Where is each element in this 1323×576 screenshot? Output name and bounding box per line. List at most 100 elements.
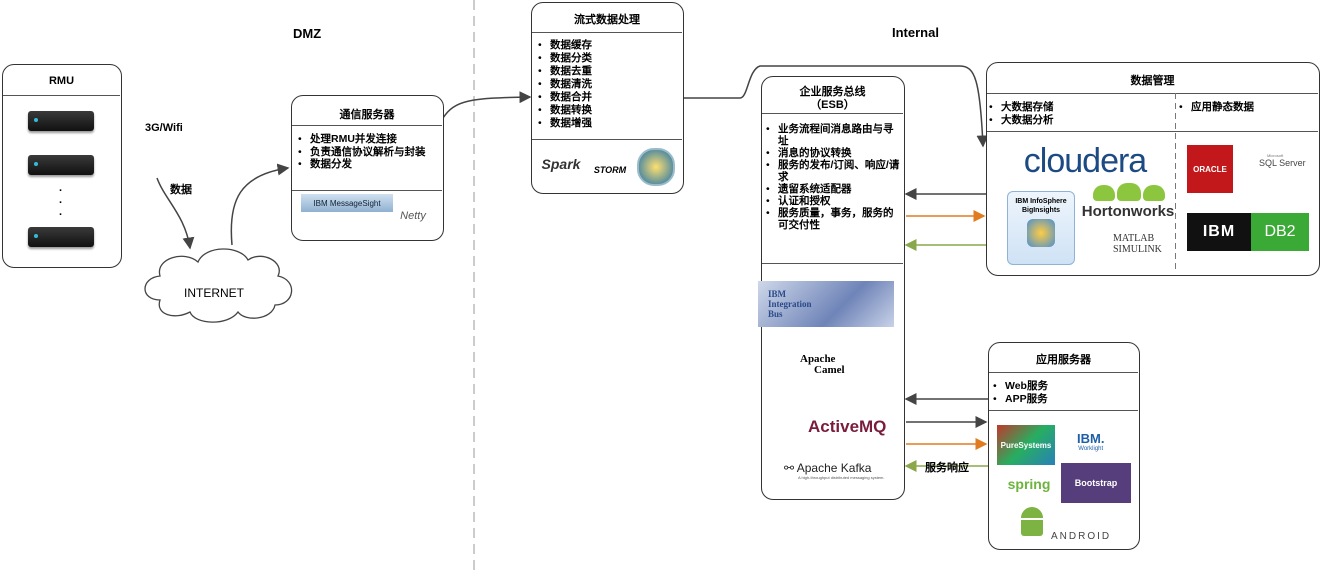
- internet-cloud: [144, 248, 293, 323]
- messagesight-logo: IBM MessageSight: [301, 194, 393, 212]
- data-management-left-list: 大数据存储 大数据分析: [987, 101, 1167, 126]
- ibm-worklight-logo-ibm: IBM.: [1077, 431, 1105, 446]
- hortonworks-elephants-icon: [1089, 183, 1169, 201]
- list-item: Web服务: [991, 380, 1131, 393]
- internet-label: INTERNET: [184, 286, 244, 300]
- kafka-logo-text: Apache Kafka: [796, 461, 872, 475]
- android-logo: ANDROID: [1051, 531, 1112, 542]
- netty-logo: Netty: [400, 210, 426, 222]
- infosphere-icon: [1027, 219, 1055, 247]
- app-server-divider: [989, 410, 1138, 411]
- sqlserver-logo-small: Microsoft: [1267, 153, 1284, 158]
- list-item: 遗留系统适配器: [764, 183, 902, 195]
- esb-list: 业务流程间消息路由与寻址 消息的协议转换 服务的发布/订阅、响应/请求 遗留系统…: [764, 123, 902, 231]
- list-item: 负责通信协议解析与封装: [296, 146, 441, 159]
- list-item: 大数据存储: [987, 101, 1167, 114]
- matlab-logo: MATLAB SIMULINK: [1089, 233, 1162, 255]
- data-management-box: 数据管理 大数据存储 大数据分析 应用静态数据 cloudera IBM Inf…: [986, 62, 1320, 276]
- rmu-to-internet-arrow: [156, 177, 195, 250]
- kafka-icon: ⚯: [784, 461, 795, 475]
- spring-logo: spring: [1007, 476, 1051, 492]
- list-item: 数据清洗: [536, 78, 676, 91]
- data-management-vdivider: [1175, 93, 1176, 273]
- list-item: 消息的协议转换: [764, 147, 902, 159]
- rmu-device-icon: [28, 155, 94, 175]
- spark-logo: Spark: [541, 156, 581, 172]
- oracle-logo: ORACLE: [1187, 145, 1233, 193]
- list-item: 业务流程间消息路由与寻址: [764, 123, 902, 147]
- db2-logo: DB2: [1251, 213, 1309, 251]
- list-item: 数据缓存: [536, 39, 676, 52]
- stream-box: 流式数据处理 数据缓存 数据分类 数据去重 数据清洗 数据合并 数据转换 数据增…: [531, 2, 684, 194]
- app-server-title: 应用服务器: [1036, 354, 1091, 366]
- stream-divider: [532, 32, 682, 33]
- ibm-logo: IBM: [1187, 213, 1251, 251]
- camel-logo: Apache Camel: [800, 354, 845, 376]
- data-management-divider: [987, 131, 1318, 132]
- app-server-divider: [989, 372, 1138, 373]
- data-management-title: 数据管理: [1130, 75, 1175, 87]
- infosphere-logo-text: IBM InfoSphere BigInsights: [1015, 198, 1067, 214]
- comm-server-divider: [292, 125, 442, 126]
- kafka-logo: ⚯ Apache Kafka A high-throughput distrib…: [784, 461, 885, 480]
- puresystems-logo: PureSystems: [997, 425, 1055, 465]
- comm-server-title: 通信服务器: [339, 109, 395, 121]
- rmu-ellipsis: . . .: [59, 182, 63, 218]
- esb-divider: [762, 263, 903, 264]
- stream-list: 数据缓存 数据分类 数据去重 数据清洗 数据合并 数据转换 数据增强: [536, 39, 676, 130]
- list-item: 数据增强: [536, 117, 676, 130]
- stream-title: 流式数据处理: [574, 14, 640, 26]
- esb-title: 企业服务总线: [799, 86, 866, 98]
- list-item: 数据分类: [536, 52, 676, 65]
- esb-divider: [762, 113, 903, 114]
- kafka-tagline: A high-throughput distributed messaging …: [798, 475, 885, 480]
- list-item: 服务质量，事务，服务的可交付性: [764, 207, 902, 231]
- list-item: 数据合并: [536, 91, 676, 104]
- camel-logo-line1: Apache: [800, 353, 836, 365]
- app-server-list: Web服务 APP服务: [991, 380, 1131, 405]
- app-server-box: 应用服务器 Web服务 APP服务 PureSystems IBM. Workl…: [988, 342, 1140, 550]
- android-icon: [1019, 507, 1045, 537]
- stream-divider: [532, 139, 682, 140]
- data-management-divider: [987, 93, 1318, 94]
- iib-logo: IBM Integration Bus: [758, 281, 894, 327]
- infosphere-logo: IBM InfoSphere BigInsights: [1007, 191, 1075, 265]
- iib-logo-text: IBM Integration Bus: [768, 289, 812, 319]
- hortonworks-logo: Hortonworks: [1081, 202, 1175, 220]
- stream-to-data-arrow: [684, 65, 989, 148]
- streams-icon: [637, 148, 675, 186]
- list-item: 认证和授权: [764, 195, 902, 207]
- esb-box: 企业服务总线 （ESB） 业务流程间消息路由与寻址 消息的协议转换 服务的发布/…: [758, 76, 905, 500]
- list-item: 大数据分析: [987, 114, 1167, 127]
- bootstrap-logo: Bootstrap: [1061, 463, 1131, 503]
- ibm-worklight-logo: IBM. Worklight: [1077, 431, 1104, 452]
- comm-to-stream-arrow: [442, 91, 532, 119]
- matlab-logo-line2: SIMULINK: [1113, 244, 1162, 255]
- data-management-right-list: 应用静态数据: [1177, 101, 1317, 114]
- storm-logo: STORM: [593, 165, 627, 175]
- ibm-worklight-logo-text: Worklight: [1078, 446, 1104, 452]
- service-response-label: 服务响应: [925, 462, 969, 474]
- rmu-title: RMU: [48, 75, 75, 87]
- sqlserver-logo-text: SQL Server: [1259, 158, 1306, 168]
- comm-server-box: 通信服务器 处理RMU并发连接 负责通信协议解析与封装 数据分发 IBM Mes…: [291, 95, 444, 241]
- list-item: 处理RMU并发连接: [296, 133, 441, 146]
- cloudera-logo: cloudera: [1023, 141, 1147, 180]
- rmu-box: RMU . . .: [2, 64, 122, 268]
- wireless-label: 3G/Wifi: [145, 122, 183, 134]
- list-item: 数据转换: [536, 104, 676, 117]
- list-item: 服务的发布/订阅、响应/请求: [764, 159, 902, 183]
- zone-internal-label: Internal: [892, 25, 939, 40]
- comm-server-divider: [292, 190, 442, 191]
- internet-to-comm-arrow: [230, 163, 290, 246]
- list-item: 数据分发: [296, 158, 441, 171]
- rmu-device-icon: [28, 227, 94, 247]
- list-item: APP服务: [991, 393, 1131, 406]
- camel-logo-line2: Camel: [814, 364, 845, 376]
- comm-server-list: 处理RMU并发连接 负责通信协议解析与封装 数据分发: [296, 133, 441, 171]
- matlab-logo-line1: MATLAB: [1113, 233, 1155, 244]
- list-item: 应用静态数据: [1177, 101, 1317, 114]
- data-label: 数据: [170, 184, 192, 196]
